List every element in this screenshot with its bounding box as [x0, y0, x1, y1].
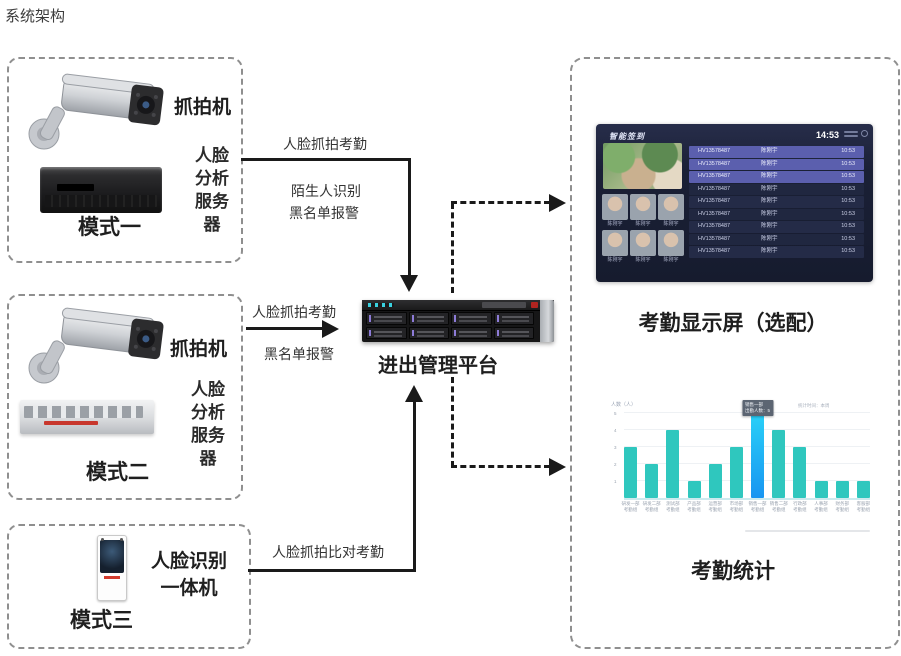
platform-label: 进出管理平台 [378, 355, 498, 377]
dashed-connector-bottom [451, 377, 454, 467]
stats-caption: 考勤统计 [691, 560, 775, 583]
chart-bar [687, 481, 701, 498]
flow3-arrowhead [405, 385, 423, 402]
display-caption: 考勤显示屏（选配） [638, 312, 828, 335]
chart-ytick: 5 [614, 411, 617, 416]
chart-xlabel: 销售二部考勤组 [769, 501, 788, 512]
mode3-device-label: 人脸识别 一体机 [150, 551, 227, 599]
chart-xlabel: 客服部考勤组 [856, 501, 871, 512]
face-analysis-server-image [20, 400, 154, 434]
mode2-server-label: 人脸 分析 服务 器 [191, 380, 225, 468]
mode2-box: 抓拍机 人脸 分析 服务 器 模式二 [7, 294, 243, 500]
face-thumb: 陈刚宇 [630, 194, 656, 227]
flow1-label-bottom: 黑名单报警 [289, 205, 359, 221]
flow2-label-bottom: 黑名单报警 [264, 346, 334, 362]
chart-xlabel: 人事部考勤组 [814, 501, 828, 512]
flow3-line [248, 569, 416, 572]
chart-xlabel: 财务部考勤组 [835, 501, 849, 512]
chart-xlabel: 行政部考勤组 [793, 501, 807, 512]
face-terminal-image [97, 535, 127, 601]
mode1-title: 模式一 [78, 216, 141, 239]
flow1-line [241, 158, 411, 161]
mode2-camera-label: 抓拍机 [170, 339, 228, 360]
flow2-label-top: 人脸抓拍考勤 [252, 304, 336, 320]
chart-bar [666, 430, 680, 498]
face-thumb: 陈刚宇 [602, 230, 628, 263]
chart-xlabel: 产品部考勤组 [687, 501, 701, 512]
flow2-arrowhead [322, 320, 339, 338]
face-thumb: 陈刚宇 [658, 230, 684, 263]
chart-bar [835, 481, 849, 498]
chart-scrollbar [745, 530, 870, 532]
mode3-title: 模式三 [70, 609, 133, 632]
chart-bar [772, 430, 786, 498]
capture-camera-image [28, 307, 164, 384]
flow1-line [408, 158, 411, 275]
chart-ytick: 3 [614, 445, 617, 450]
mode3-box: 人脸识别 一体机 模式三 [7, 524, 251, 649]
dashed-connector-top [451, 203, 454, 293]
mode1-server-label: 人脸 分析 服务 器 [195, 146, 229, 234]
mode2-title: 模式二 [86, 461, 149, 484]
chart-bar [645, 464, 659, 498]
chart-xlabel: 市场部考勤组 [729, 501, 744, 512]
mode1-box: 抓拍机 人脸 分析 服务 器 模式一 [7, 57, 243, 263]
chart-bar [793, 447, 807, 498]
chart-bar [751, 413, 765, 498]
chart-ylabel: 人数（人） [611, 402, 637, 408]
face-thumb: 陈刚宇 [602, 194, 628, 227]
mode1-camera-label: 抓拍机 [174, 97, 232, 118]
face-thumb: 陈刚宇 [658, 194, 684, 227]
face-thumb: 陈刚宇 [630, 230, 656, 263]
chart-bar [856, 481, 870, 498]
flow2-line [246, 327, 322, 330]
flow1-arrowhead [400, 275, 418, 292]
dashed-arrowhead-bottom [549, 458, 566, 476]
attendance-screen: 智能签到 14:53 陈刚宇陈刚宇陈刚宇陈刚宇陈刚宇陈刚宇 HV13578487… [596, 124, 873, 282]
flow3-label: 人脸抓拍比对考勤 [272, 544, 384, 560]
screen-date [844, 131, 858, 139]
chart-plot: 1 2 3 4 5 研发一部考勤组研发二部考勤组测试部考勤组产品部考勤组运营部考勤组市场部… [614, 400, 870, 512]
chart-xlabel: 研发二部考勤组 [642, 501, 661, 512]
chart-tooltip: 销售一部出勤人数：5 [742, 400, 774, 416]
chart-xlabel: 销售一部考勤组 [748, 501, 767, 512]
chart-bar [624, 447, 637, 498]
face-grid: 陈刚宇陈刚宇陈刚宇陈刚宇陈刚宇陈刚宇 [601, 194, 685, 266]
flow1-label-mid: 陌生人识别 [291, 183, 361, 199]
chart-bar [814, 481, 828, 498]
chart-ytick: 1 [614, 479, 617, 484]
capture-camera-image [28, 73, 164, 150]
dashed-arrowhead-top [549, 194, 566, 212]
dashed-connector-bottom [451, 465, 550, 468]
platform-server-image [362, 300, 554, 342]
gear-icon [861, 130, 868, 137]
chart-note: 统计时间：本周 [798, 403, 830, 408]
screen-logo: 智能签到 [609, 132, 645, 141]
screen-time: 14:53 [815, 130, 839, 140]
face-analysis-server-image [40, 167, 162, 213]
chart-xlabel: 研发一部考勤组 [621, 501, 640, 512]
live-video-feed [603, 143, 682, 189]
flow1-label-top: 人脸抓拍考勤 [283, 136, 367, 152]
flow3-line [413, 402, 416, 572]
chart-bar [729, 447, 743, 498]
page-title: 系统架构 [5, 8, 66, 25]
chart-bar [708, 464, 722, 498]
chart-ytick: 4 [614, 428, 617, 433]
chart-xlabel: 运营部考勤组 [708, 501, 722, 512]
chart-ytick: 2 [614, 462, 617, 467]
chart-xlabel: 测试部考勤组 [666, 501, 680, 512]
dashed-connector-top [451, 201, 550, 204]
